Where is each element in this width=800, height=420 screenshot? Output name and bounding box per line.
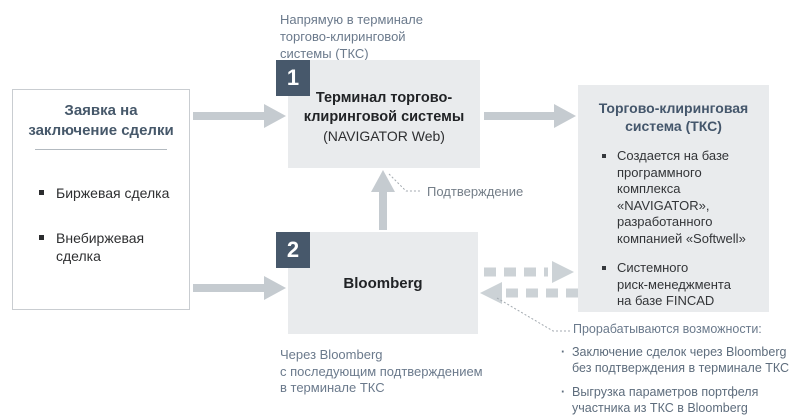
list-item-deals-via-bloomberg: · Заключение сделок через Bloomberg без …	[550, 345, 796, 376]
trade-request-box: Заявка на заключение сделки Биржевая сде…	[12, 89, 190, 310]
arrow-terminal-to-tks	[484, 104, 576, 128]
possibilities-leader-line	[496, 297, 570, 332]
step-1-badge: 1	[276, 60, 310, 96]
list-item-label: Системного риск-менеджмента на базе FINC…	[617, 260, 731, 308]
dashed-arrow-bloomberg-to-tks	[484, 261, 574, 283]
list-item-label: Выгрузка параметров портфеля участника и…	[572, 385, 759, 415]
step-2-badge: 2	[276, 232, 310, 268]
via-bloomberg-note: Через Bloomberg с последующим подтвержде…	[280, 347, 483, 395]
dashed-arrow-tks-to-bloomberg	[480, 282, 580, 304]
confirmation-leader-line	[388, 173, 422, 192]
bullet-dot-icon: ·	[561, 385, 566, 399]
bloomberg-title: Bloomberg	[343, 274, 423, 292]
tks-system-box: Торгово-клиринговая система (ТКС) Создае…	[578, 85, 769, 312]
list-item-fincad-risk: Системного риск-менеджмента на базе FINC…	[602, 260, 761, 310]
list-item-navigator-base: Создается на базе программного комплекса…	[602, 148, 761, 247]
bullet-square-icon	[39, 190, 44, 195]
tks-terminal-box: Терминал торгово- клиринговой системы (N…	[288, 60, 480, 168]
tks-system-title: Торгово-клиринговая система (ТКС)	[598, 100, 749, 134]
list-item-exchange-trade: Биржевая сделка	[39, 184, 189, 202]
list-item-label: Создается на базе программного комплекса…	[617, 148, 746, 246]
bloomberg-box: Bloomberg	[288, 232, 478, 334]
bullet-square-icon	[602, 266, 606, 270]
trade-request-title: Заявка на заключение сделки	[28, 102, 174, 139]
tks-terminal-subtitle: (NAVIGATOR Web)	[323, 128, 445, 144]
title-divider	[35, 149, 167, 150]
bullet-square-icon	[39, 235, 44, 240]
list-item-label: Заключение сделок через Bloomberg без по…	[572, 345, 790, 375]
list-item-label: Биржевая сделка	[56, 185, 170, 201]
confirmation-label: Подтверждение	[427, 184, 524, 199]
bullet-dot-icon: ·	[561, 345, 566, 359]
tks-terminal-title: Терминал торгово- клиринговой системы	[303, 90, 465, 125]
arrow-request-to-terminal	[193, 104, 286, 128]
possibilities-block: Прорабатываются возможности: · Заключени…	[550, 322, 796, 416]
list-item-otc-trade: Внебиржевая сделка	[39, 229, 189, 265]
arrow-request-to-bloomberg	[193, 276, 286, 300]
direct-terminal-note: Напрямую в терминале торгово-клиринговой…	[280, 12, 423, 61]
list-item-label: Внебиржевая сделка	[56, 230, 145, 264]
list-item-portfolio-export: · Выгрузка параметров портфеля участника…	[550, 385, 796, 416]
bullet-square-icon	[602, 154, 606, 158]
possibilities-title: Прорабатываются возможности:	[573, 322, 762, 336]
arrow-bloomberg-to-terminal	[371, 170, 395, 230]
